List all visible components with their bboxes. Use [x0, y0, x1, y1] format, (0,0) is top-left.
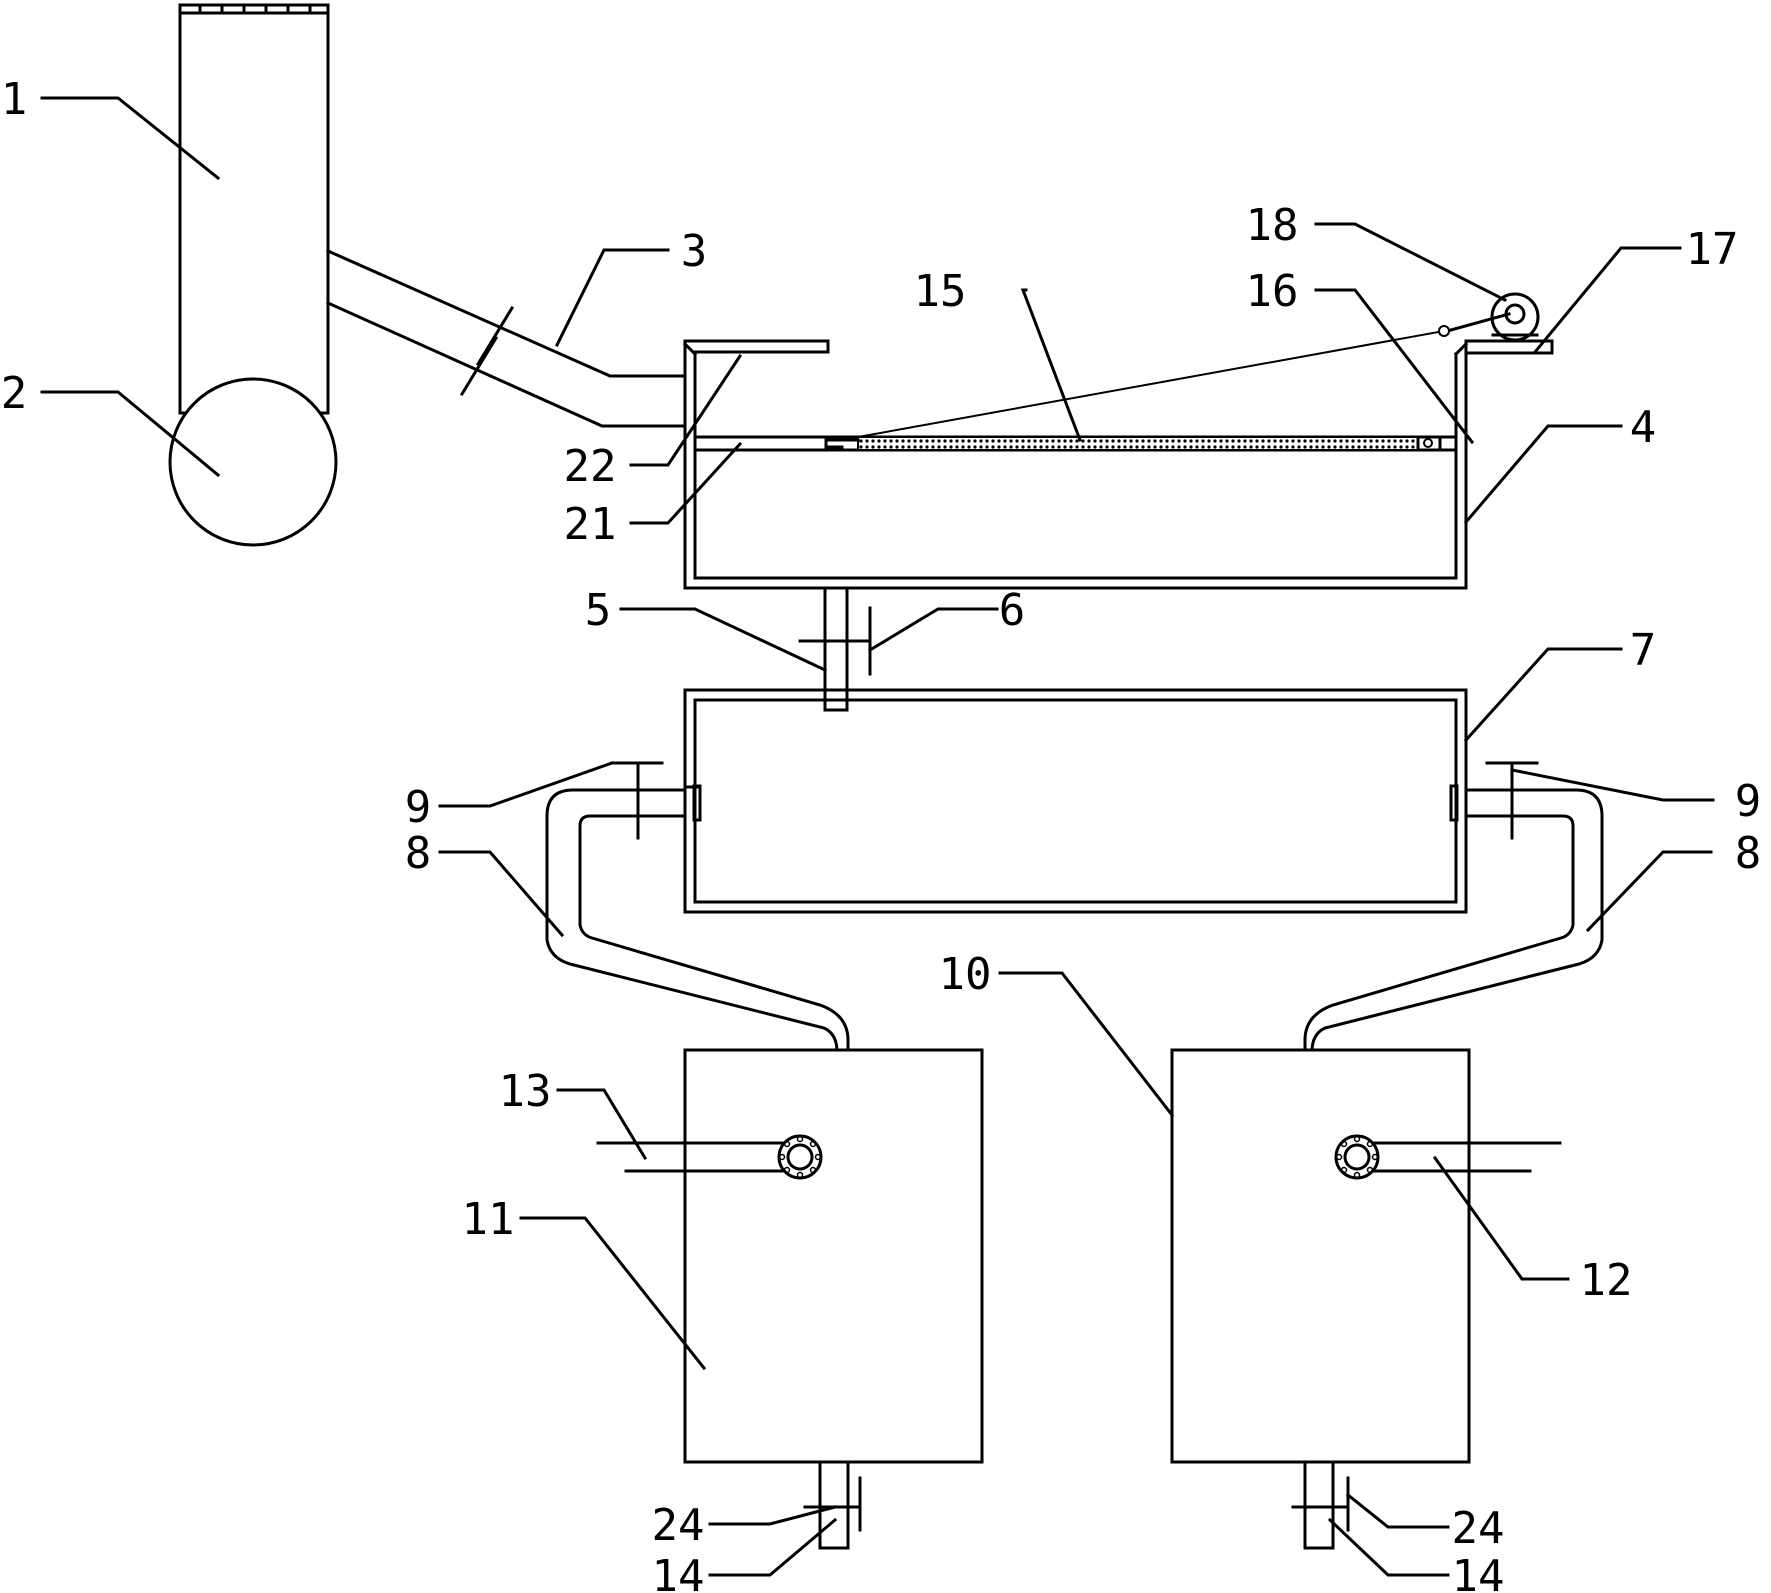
left-side-pipe-13 — [596, 1134, 823, 1180]
filter-mesh-15 — [824, 436, 1419, 452]
label-8-right: 8 — [1735, 828, 1762, 879]
right-drain-valve-24 — [1291, 1476, 1350, 1532]
chamber-2 — [168, 377, 338, 547]
label-14-right: 14 — [1452, 1551, 1505, 1593]
column-1 — [178, 3, 330, 415]
inlet-plate-22 — [683, 339, 830, 356]
right-flange-icon — [1334, 1134, 1380, 1180]
valve-6 — [798, 606, 872, 676]
label-4: 4 — [1630, 402, 1657, 453]
label-24-left: 24 — [652, 1500, 705, 1551]
label-3: 3 — [681, 226, 708, 277]
label-22: 22 — [564, 441, 617, 492]
feed-pipe-3 — [326, 249, 687, 428]
pull-rope — [856, 329, 1446, 439]
label-9-right: 9 — [1735, 776, 1762, 827]
right-pipe-8 — [1303, 784, 1604, 1052]
label-13: 13 — [499, 1066, 552, 1117]
leader-lines — [40, 96, 1715, 1577]
right-drain-pipe-14 — [1303, 1460, 1335, 1550]
bracket-17 — [1464, 339, 1554, 355]
upper-tank-4 — [682, 341, 1469, 590]
winch-18 — [1438, 292, 1540, 342]
label-1: 1 — [1, 74, 28, 125]
label-24-right: 24 — [1452, 1503, 1505, 1554]
left-valve-9 — [610, 761, 664, 840]
right-valve-9 — [1485, 761, 1539, 840]
label-5: 5 — [585, 585, 612, 636]
left-lower-tank-11 — [683, 1048, 984, 1464]
label-10: 10 — [939, 949, 992, 1000]
right-side-pipe-12 — [1334, 1134, 1562, 1180]
right-lower-tank-10 — [1170, 1048, 1471, 1464]
label-17: 17 — [1686, 224, 1739, 275]
label-7: 7 — [1630, 625, 1657, 676]
label-16: 16 — [1246, 266, 1299, 317]
label-18: 18 — [1246, 200, 1299, 251]
left-pipe-8 — [545, 784, 850, 1052]
label-8-left: 8 — [405, 828, 432, 879]
label-21: 21 — [564, 499, 617, 550]
left-flange-icon — [777, 1134, 823, 1180]
outlet-pipe-5 — [823, 586, 849, 712]
label-11: 11 — [462, 1194, 515, 1245]
label-9-left: 9 — [405, 782, 432, 833]
column-top-grille — [178, 3, 330, 15]
label-12: 12 — [1580, 1255, 1633, 1306]
label-2: 2 — [1, 368, 28, 419]
labels: 1 2 3 22 21 4 5 6 7 9 8 9 8 10 13 11 12 … — [1, 74, 1762, 1593]
label-6: 6 — [999, 585, 1026, 636]
label-14-left: 14 — [652, 1551, 705, 1593]
left-drain-pipe-14 — [818, 1460, 850, 1550]
middle-tank-7 — [683, 688, 1468, 914]
hinge-16 — [1416, 435, 1442, 452]
label-15: 15 — [914, 266, 967, 317]
